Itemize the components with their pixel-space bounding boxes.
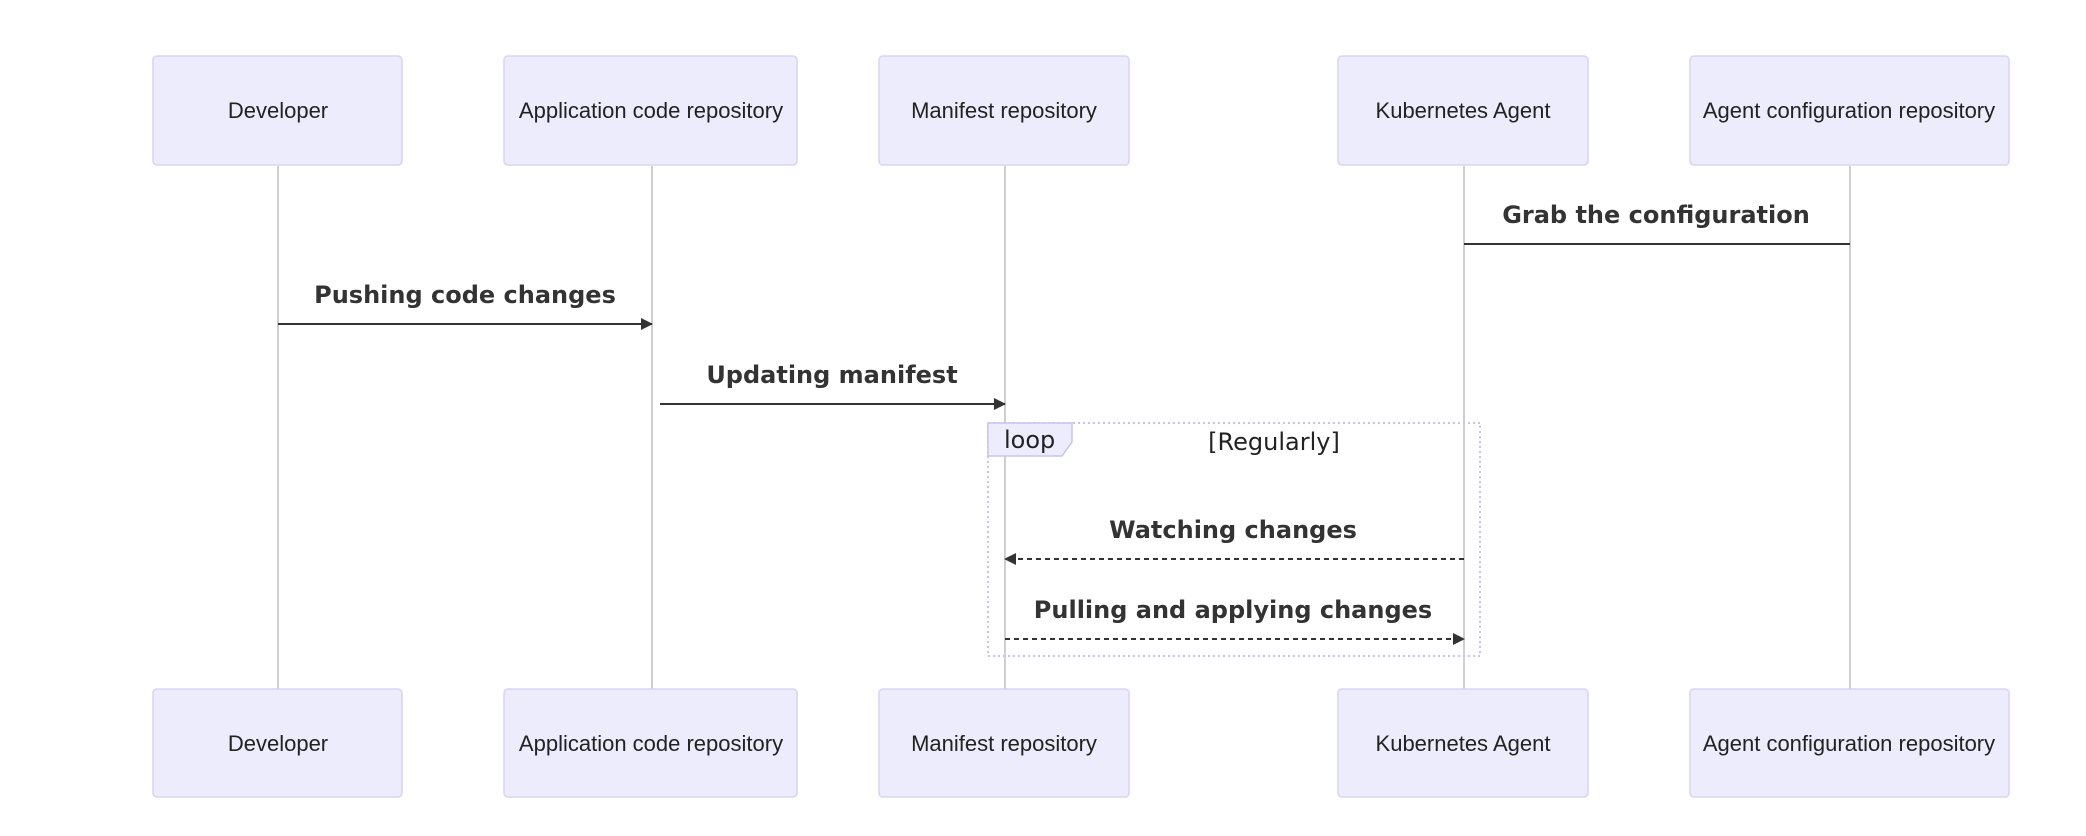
loop-frame: loop [Regularly] — [987, 422, 1481, 657]
actor-box — [503, 688, 798, 798]
actor-box — [1689, 688, 2010, 798]
actor-label: Agent configuration repository — [1703, 731, 1995, 756]
actor-label: Agent configuration repository — [1703, 98, 1995, 123]
message-label: Pulling and applying changes — [1034, 596, 1432, 624]
message-watching-changes: Watching changes — [1004, 516, 1464, 565]
message-pushing-code-changes: Pushing code changes — [278, 281, 653, 330]
actor-label: Kubernetes Agent — [1376, 731, 1551, 756]
actor-app-repo-bottom: Application code repository — [503, 688, 798, 798]
actor-box — [1689, 55, 2010, 166]
actor-label: Developer — [228, 98, 328, 123]
actor-app-repo-top: Application code repository — [503, 55, 798, 166]
message-label: Watching changes — [1109, 516, 1357, 544]
actor-box — [1337, 55, 1589, 166]
message-updating-manifest: Updating manifest — [660, 361, 1006, 410]
message-pulling-applying-changes: Pulling and applying changes — [1005, 596, 1465, 645]
actor-box — [1337, 688, 1589, 798]
actor-label: Manifest repository — [911, 98, 1097, 123]
message-label: Updating manifest — [706, 361, 957, 389]
actor-developer-top: Developer — [152, 55, 403, 166]
message-label: Pushing code changes — [314, 281, 616, 309]
actor-label: Application code repository — [519, 98, 783, 123]
actor-label: Developer — [228, 731, 328, 756]
actor-box — [152, 55, 403, 166]
message-grab-configuration: Grab the configuration — [1464, 201, 1850, 245]
loop-border — [987, 422, 1481, 657]
actor-agent-config-repo-bottom: Agent configuration repository — [1689, 688, 2010, 798]
actor-box — [878, 688, 1130, 798]
actor-k8s-agent-top: Kubernetes Agent — [1337, 55, 1589, 166]
loop-label-tab — [987, 422, 1073, 457]
actor-manifest-repo-top: Manifest repository — [878, 55, 1130, 166]
actor-developer-bottom: Developer — [152, 688, 403, 798]
loop-keyword: loop — [1004, 426, 1055, 454]
actor-label: Manifest repository — [911, 731, 1097, 756]
actor-k8s-agent-bottom: Kubernetes Agent — [1337, 688, 1589, 798]
actor-box — [152, 688, 403, 798]
loop-condition: [Regularly] — [1208, 428, 1340, 456]
actor-manifest-repo-bottom: Manifest repository — [878, 688, 1130, 798]
actor-label: Application code repository — [519, 731, 783, 756]
actor-label: Kubernetes Agent — [1376, 98, 1551, 123]
message-label: Grab the configuration — [1502, 201, 1810, 229]
actor-box — [878, 55, 1130, 166]
actor-agent-config-repo-top: Agent configuration repository — [1689, 55, 2010, 166]
actor-box — [503, 55, 798, 166]
